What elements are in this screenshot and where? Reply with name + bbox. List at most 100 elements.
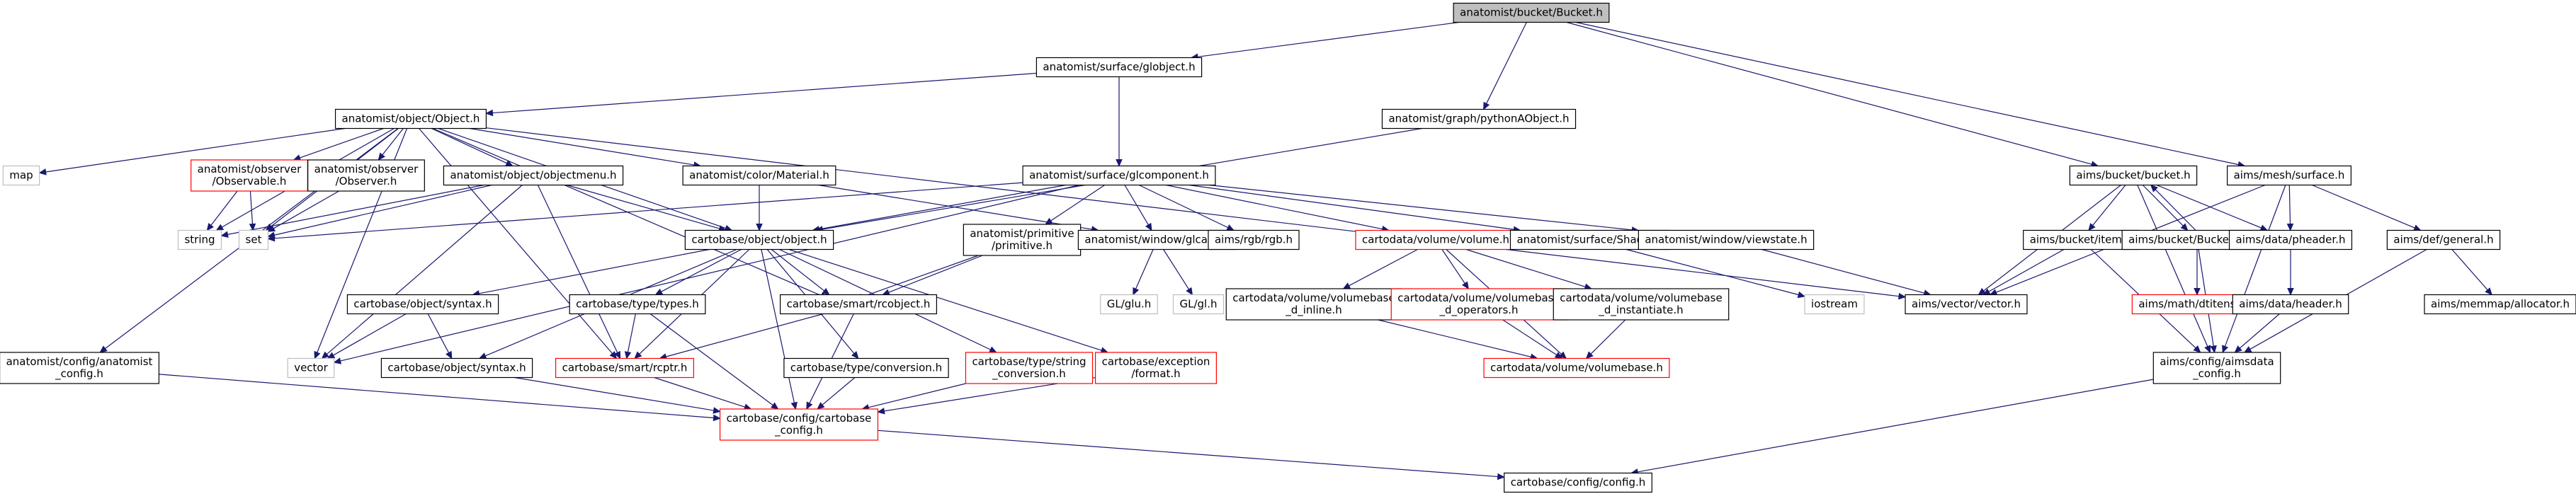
node-material[interactable]: anatomist/color/Material.h <box>682 165 836 186</box>
node-syntax2[interactable]: cartobase/object/syntax.h <box>380 357 533 379</box>
arrowhead-icon <box>1145 222 1152 231</box>
node-volumebase[interactable]: cartodata/volume/volumebase.h <box>1483 357 1670 379</box>
node-allocator[interactable]: aims/memmap/allocator.h <box>2424 294 2576 315</box>
edge-object-to-iobserver <box>382 128 404 156</box>
edge-material-to-glcaps <box>818 184 1092 230</box>
node-vb-instantiate[interactable]: cartodata/volume/volumebase_d_instantiat… <box>1553 288 1730 321</box>
edge-bucket-to-pythonAObject <box>1486 22 1527 104</box>
arrowhead-icon <box>2413 224 2422 231</box>
node-set[interactable]: set <box>238 229 269 250</box>
node-general[interactable]: aims/def/general.h <box>2386 229 2501 250</box>
arrowhead-icon <box>2243 346 2252 353</box>
node-iostream[interactable]: iostream <box>1804 294 1865 315</box>
node-cobject[interactable]: cartobase/object/object.h <box>684 229 834 250</box>
node-pythonAObject[interactable]: anatomist/graph/pythonAObject.h <box>1381 108 1577 129</box>
node-label: /Observer.h <box>336 175 397 188</box>
node-syntax[interactable]: cartobase/object/syntax.h <box>346 294 499 315</box>
edge-aims-bucket-to-pheader <box>2156 184 2262 229</box>
node-label: anatomist/primitive <box>970 227 1074 240</box>
node-item[interactable]: aims/bucket/item.h <box>2023 229 2139 250</box>
arrowhead-icon <box>2088 223 2096 231</box>
node-label: _config.h <box>774 424 823 437</box>
node-string[interactable]: string <box>177 229 222 250</box>
node-aims-surface[interactable]: aims/mesh/surface.h <box>2227 165 2351 186</box>
edges-layer <box>38 21 2492 480</box>
edge-glcaps-to-glu <box>1135 249 1154 289</box>
node-label: anatomist/observer <box>314 163 419 175</box>
node-glu[interactable]: GL/glu.h <box>1100 294 1158 315</box>
node-box <box>1905 294 2028 315</box>
node-objectmenu[interactable]: anatomist/object/objectmenu.h <box>443 165 624 186</box>
node-aimsdata-config[interactable]: aims/config/aimsdata_config.h <box>2152 352 2281 384</box>
node-box <box>2 165 40 186</box>
node-box <box>1355 229 1516 250</box>
node-label: iostream <box>1811 298 1858 311</box>
node-label: aims/rgb/rgb.h <box>1215 234 1293 246</box>
node-vb-operators[interactable]: cartodata/volume/volumebase_d_operators.… <box>1390 288 1567 321</box>
arrowhead-icon <box>333 357 342 364</box>
arrowhead-icon <box>314 350 321 359</box>
arrowhead-icon <box>1342 282 1351 289</box>
node-cartobase-config[interactable]: cartobase/config/cartobase_config.h <box>719 408 879 441</box>
node-rcptr[interactable]: cartobase/smart/rcptr.h <box>555 357 694 379</box>
node-box <box>2227 165 2351 186</box>
node-box <box>719 408 879 441</box>
node-header[interactable]: aims/data/header.h <box>2232 294 2349 315</box>
node-bucket[interactable]: anatomist/bucket/Bucket.h <box>1453 2 1610 23</box>
arrowhead-icon <box>2210 345 2217 354</box>
arrowhead-icon <box>790 401 798 410</box>
node-rcobject[interactable]: cartobase/smart/rcobject.h <box>780 294 937 315</box>
node-aims-bucket[interactable]: aims/bucket/bucket.h <box>2069 165 2198 186</box>
edge-cobject-to-list <box>771 249 825 292</box>
node-vb-inline[interactable]: cartodata/volume/volumebase_d_inline.h <box>1225 288 1402 321</box>
arrowhead-icon <box>2193 345 2201 353</box>
node-string-conversion[interactable]: cartobase/type/string_conversion.h <box>965 352 1094 384</box>
node-map[interactable]: map <box>2 165 40 186</box>
node-primitive[interactable]: anatomist/primitive/primitive.h <box>963 224 1082 256</box>
node-box <box>1381 108 1577 129</box>
node-label: aims/vector/vector.h <box>1912 298 2021 311</box>
arrowhead-icon <box>713 414 721 422</box>
arrowhead-icon <box>215 224 225 231</box>
edge-glcomponent-to-viewstate <box>1209 184 1633 231</box>
node-box <box>682 165 836 186</box>
node-label: cartodata/volume/volume.h <box>1362 234 1509 246</box>
node-globject[interactable]: anatomist/surface/globject.h <box>1035 57 1203 78</box>
edge-aims-bucket-to-item <box>2092 185 2126 226</box>
node-box <box>2386 229 2501 250</box>
node-iobservable[interactable]: anatomist/observer/Observable.h <box>191 159 308 192</box>
node-conversion[interactable]: cartobase/type/conversion.h <box>783 357 949 379</box>
node-types[interactable]: cartobase/type/types.h <box>569 294 706 315</box>
edge-vb-instantiate-to-volumebase <box>1590 319 1626 355</box>
node-vector[interactable]: vector <box>287 357 335 379</box>
node-pheader[interactable]: aims/data/pheader.h <box>2228 229 2353 250</box>
node-box <box>287 357 335 379</box>
node-iobserver[interactable]: anatomist/observer/Observer.h <box>307 159 425 192</box>
edge-glcomponent-to-primitive <box>1050 185 1106 221</box>
arrowhead-icon <box>817 402 825 410</box>
node-object[interactable]: anatomist/object/Object.h <box>334 108 487 129</box>
node-label: anatomist/object/Object.h <box>342 113 480 125</box>
node-box <box>177 229 222 250</box>
node-aims-vector[interactable]: aims/vector/vector.h <box>1905 294 2028 315</box>
edge-object-to-map <box>45 127 346 173</box>
node-rgb[interactable]: aims/rgb/rgb.h <box>1208 229 1300 250</box>
node-volume[interactable]: cartodata/volume/volume.h <box>1355 229 1516 250</box>
node-label: anatomist/surface/glcomponent.h <box>1029 169 1209 182</box>
node-label: cartobase/config/cartobase <box>727 412 872 425</box>
node-config[interactable]: cartobase/config/config.h <box>1504 472 1652 493</box>
node-box <box>1172 294 1225 315</box>
arrowhead-icon <box>614 350 621 359</box>
arrowhead-icon <box>1483 101 1490 110</box>
node-exception-format[interactable]: cartobase/exception/format.h <box>1095 352 1217 384</box>
node-gl[interactable]: GL/gl.h <box>1172 294 1225 315</box>
edge-aims-bucket-to-aimsdata-config <box>2137 185 2208 347</box>
node-viewstate[interactable]: anatomist/window/viewstate.h <box>1638 229 1815 250</box>
node-box <box>569 294 706 315</box>
edge-general-to-allocator <box>2451 249 2488 291</box>
edge-vb-operators-to-volumebase <box>1502 319 1557 356</box>
node-config-anatomist[interactable]: anatomist/config/anatomist_config.h <box>0 352 160 384</box>
node-glcomponent[interactable]: anatomist/surface/glcomponent.h <box>1022 165 1216 186</box>
arrowhead-icon <box>1978 287 1986 296</box>
